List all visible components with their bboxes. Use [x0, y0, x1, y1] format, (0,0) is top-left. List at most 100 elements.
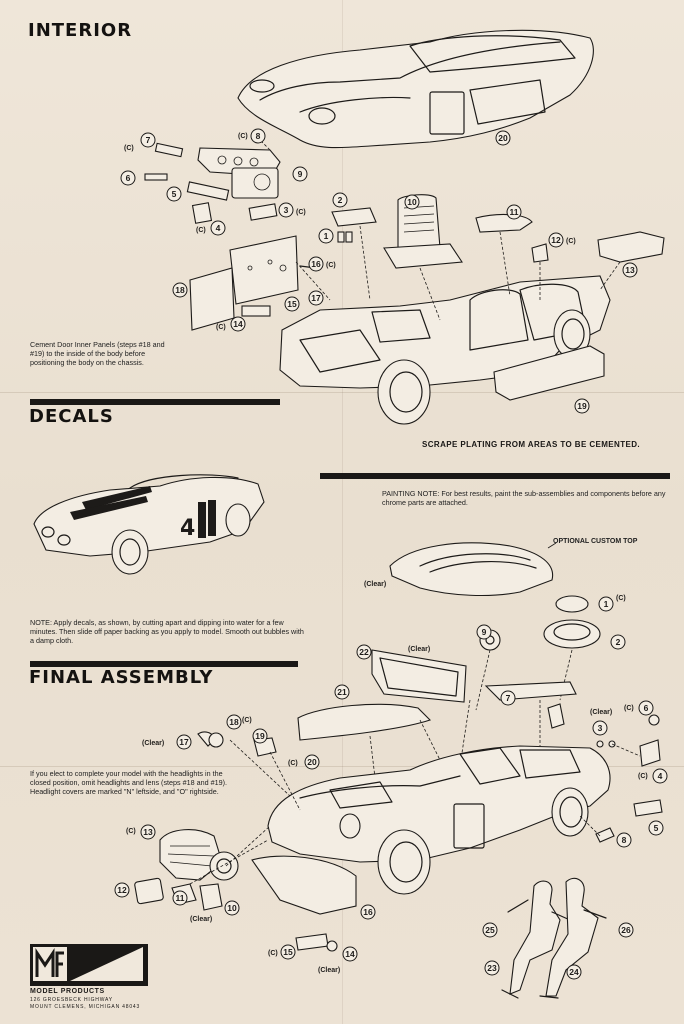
decal-note: NOTE: Apply decals, as shown, by cutting…	[30, 618, 304, 646]
company-address-line1: 126 GROESBECK HIGHWAY	[30, 997, 113, 1003]
svg-text:18: 18	[229, 717, 239, 727]
svg-text:5: 5	[654, 823, 659, 833]
interior-heading: INTERIOR	[28, 20, 133, 41]
dashboard-parts	[144, 137, 281, 224]
svg-text:9: 9	[482, 627, 487, 637]
door-panel-note: Cement Door Inner Panels (steps #18 and …	[30, 340, 165, 368]
mpc-logo	[30, 944, 148, 986]
svg-text:23: 23	[487, 963, 497, 973]
svg-text:(C): (C)	[638, 773, 648, 780]
svg-text:(C): (C)	[288, 760, 298, 767]
svg-text:1: 1	[324, 231, 329, 241]
door-panel-parts	[189, 235, 331, 331]
svg-text:15: 15	[287, 299, 297, 309]
painting-note: PAINTING NOTE: For best results, paint t…	[382, 489, 666, 508]
section-rule	[30, 399, 280, 405]
svg-text:(C): (C)	[296, 209, 306, 216]
svg-text:18: 18	[175, 285, 185, 295]
svg-text:(C): (C)	[196, 227, 206, 234]
final-callouts: 1 2 9 22 7 21 6 3 18 19 17 20 4 5 8 13 1…	[114, 596, 668, 980]
svg-text:5: 5	[172, 189, 177, 199]
svg-text:10: 10	[227, 903, 237, 913]
svg-text:1: 1	[604, 599, 609, 609]
svg-text:14: 14	[345, 949, 355, 959]
svg-text:11: 11	[510, 207, 519, 217]
svg-text:(Clear): (Clear)	[190, 916, 212, 923]
svg-text:21: 21	[337, 687, 347, 697]
svg-text:2: 2	[338, 195, 343, 205]
scrape-note: SCRAPE PLATING FROM AREAS TO BE CEMENTED…	[422, 440, 641, 449]
svg-text:13: 13	[143, 827, 153, 837]
svg-text:17: 17	[311, 293, 321, 303]
svg-text:4: 4	[658, 771, 663, 781]
svg-text:14: 14	[233, 319, 243, 329]
svg-text:16: 16	[363, 907, 373, 917]
svg-text:(C): (C)	[216, 324, 226, 331]
svg-text:(C): (C)	[566, 238, 576, 245]
svg-text:12: 12	[551, 235, 561, 245]
svg-text:(Clear): (Clear)	[408, 646, 430, 653]
svg-text:(Clear): (Clear)	[590, 709, 612, 716]
spare-tire-drawing	[543, 595, 601, 701]
svg-text:26: 26	[621, 925, 631, 935]
logo-stripe	[70, 947, 143, 981]
svg-text:20: 20	[307, 757, 317, 767]
logo-mark	[33, 947, 67, 981]
paper-fold	[342, 0, 343, 1024]
final-assembly-heading: FINAL ASSEMBLY	[29, 667, 214, 688]
svg-text:7: 7	[146, 135, 151, 145]
svg-text:8: 8	[256, 131, 261, 141]
paper-fold	[0, 392, 684, 393]
svg-text:(C): (C)	[326, 262, 336, 269]
section-rule	[320, 473, 670, 479]
svg-text:16: 16	[311, 259, 321, 269]
body-shell-drawing	[237, 29, 594, 149]
svg-text:9: 9	[298, 169, 303, 179]
svg-text:4: 4	[216, 223, 221, 233]
svg-text:(C): (C)	[126, 828, 136, 835]
svg-text:(C): (C)	[242, 717, 252, 724]
svg-text:(C): (C)	[624, 705, 634, 712]
svg-text:(Clear): (Clear)	[364, 581, 386, 588]
svg-text:6: 6	[126, 173, 131, 183]
svg-text:19: 19	[577, 401, 587, 411]
optional-top-drawing	[389, 542, 557, 597]
decal-car-drawing: 4	[33, 474, 265, 575]
interior-callouts: 7 8 9 6 5 4 3 2 1 10 11 12 13 18 16 17 1…	[120, 128, 638, 414]
rear-parts-drawing	[579, 714, 663, 843]
svg-text:25: 25	[485, 925, 495, 935]
section-rule	[30, 661, 298, 667]
seat-parts	[331, 194, 665, 321]
svg-text:7: 7	[506, 693, 511, 703]
svg-text:(C): (C)	[616, 595, 626, 602]
svg-text:(C): (C)	[268, 950, 278, 957]
decal-number: 4	[180, 516, 195, 541]
headlight-note: If you elect to complete your model with…	[30, 769, 227, 797]
svg-text:12: 12	[117, 885, 127, 895]
final-car-drawing	[267, 745, 611, 895]
company-address-line2: MOUNT CLEMENS, MICHIGAN 48043	[30, 1004, 141, 1010]
chassis-drawing	[279, 275, 611, 425]
svg-text:10: 10	[407, 197, 417, 207]
svg-text:19: 19	[255, 731, 265, 741]
svg-text:22: 22	[359, 647, 369, 657]
svg-text:(Clear): (Clear)	[318, 967, 340, 974]
paper-fold	[0, 766, 684, 767]
part-labels: (C) (C) (C) (C) (C) (C) (C) (Clear) (Cle…	[124, 133, 648, 974]
svg-text:2: 2	[616, 637, 621, 647]
svg-text:11: 11	[176, 893, 185, 903]
svg-text:20: 20	[498, 133, 508, 143]
front-parts-drawing	[134, 731, 357, 952]
svg-text:8: 8	[622, 835, 627, 845]
svg-text:3: 3	[598, 723, 603, 733]
decals-heading: DECALS	[29, 406, 114, 427]
company-name: MODEL PRODUCTS	[30, 988, 105, 995]
svg-text:13: 13	[625, 265, 635, 275]
driver-figures-drawing	[501, 877, 607, 999]
svg-text:24: 24	[569, 967, 579, 977]
svg-text:17: 17	[179, 737, 189, 747]
svg-text:(C): (C)	[238, 133, 248, 140]
svg-text:15: 15	[283, 947, 293, 957]
svg-text:(C): (C)	[124, 145, 134, 152]
